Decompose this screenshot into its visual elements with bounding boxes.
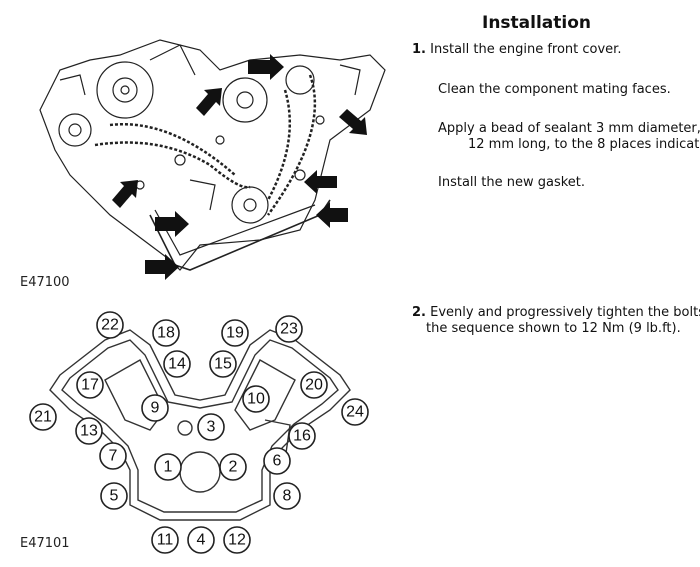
bolt-label-9: 9	[141, 394, 169, 422]
bolt-number: 23	[280, 321, 298, 338]
bolt-circle	[197, 413, 225, 441]
bolt-circle	[96, 311, 124, 339]
bolt-number: 15	[214, 356, 232, 373]
bolt-number: 16	[293, 428, 311, 445]
bolt-label-5: 5	[100, 482, 128, 510]
bolt-label-21: 21	[29, 403, 57, 431]
sealant-arrows	[112, 54, 367, 280]
bolt-number: 17	[81, 377, 99, 394]
substep-clean: Clean the component mating faces.	[438, 82, 671, 97]
bolt-label-16: 16	[288, 422, 316, 450]
bolt-label-11: 11	[151, 526, 179, 554]
bolt-circle	[275, 315, 303, 343]
bolt-label-7: 7	[99, 442, 127, 470]
bolt-number: 1	[164, 459, 173, 476]
bolt-circle	[141, 394, 169, 422]
bolt-label-10: 10	[242, 385, 270, 413]
bolt-label-19: 19	[221, 319, 249, 347]
bolt-label-18: 18	[152, 319, 180, 347]
bolt-circle	[100, 482, 128, 510]
bolt-label-23: 23	[275, 315, 303, 343]
bolt-number: 6	[273, 453, 282, 470]
bolt-circle	[219, 453, 247, 481]
bolt-circle	[76, 371, 104, 399]
bolt-circle	[242, 385, 270, 413]
bolt-number: 22	[101, 317, 119, 334]
bolt-circle	[29, 403, 57, 431]
step-1-text: Install the engine front cover.	[430, 42, 622, 57]
bolt-circle	[75, 417, 103, 445]
bolt-number: 12	[228, 532, 246, 549]
bolt-circle	[288, 422, 316, 450]
bolt-label-12: 12	[223, 526, 251, 554]
bolt-label-24: 24	[341, 398, 369, 426]
step-2-number: 2.	[412, 305, 426, 320]
substep-sealant-line2: 12 mm long, to the 8 places indicat	[468, 137, 700, 152]
bolt-number: 4	[197, 532, 206, 549]
bolt-circle	[163, 350, 191, 378]
bolt-number: 7	[109, 448, 118, 465]
bolt-label-17: 17	[76, 371, 104, 399]
section-title: Installation	[482, 13, 592, 33]
engine-illustration-svg	[39, 39, 386, 280]
bolt-number: 24	[346, 404, 364, 421]
bolt-number: 2	[229, 459, 238, 476]
bolt-label-14: 14	[163, 350, 191, 378]
bolt-label-20: 20	[300, 371, 328, 399]
bolt-number: 14	[168, 356, 186, 373]
bolt-number: 11	[157, 532, 174, 549]
step-2-line2: the sequence shown to 12 Nm (9 lb.ft).	[426, 321, 681, 336]
bolt-number: 21	[34, 409, 52, 426]
bolt-circle	[154, 453, 182, 481]
bolt-circle	[152, 319, 180, 347]
bolt-circle	[341, 398, 369, 426]
bolt-number: 18	[157, 325, 175, 342]
bolt-number: 3	[207, 419, 216, 436]
bolt-circle	[223, 526, 251, 554]
bolt-circle	[151, 526, 179, 554]
bolt-label-2: 2	[219, 453, 247, 481]
figure-1-label: E47100	[20, 275, 70, 290]
figure-2-label: E47101	[20, 536, 70, 551]
bolt-label-4: 4	[187, 526, 215, 554]
step-2-line1: Evenly and progressively tighten the bol…	[430, 305, 700, 320]
bolt-number: 19	[226, 325, 244, 342]
bolt-label-3: 3	[197, 413, 225, 441]
bolt-number: 20	[305, 377, 323, 394]
bolt-circle	[263, 447, 291, 475]
bolt-label-6: 6	[263, 447, 291, 475]
substep-sealant-line1: Apply a bead of sealant 3 mm diameter,	[438, 121, 700, 136]
bolt-number: 13	[80, 423, 98, 440]
bolt-number: 10	[247, 391, 265, 408]
bolt-label-22: 22	[96, 311, 124, 339]
bolt-number: 9	[151, 400, 160, 417]
bolt-circle	[221, 319, 249, 347]
bolt-number: 5	[110, 488, 119, 505]
bolt-circle	[209, 350, 237, 378]
step-1-number: 1.	[412, 42, 426, 57]
bolt-circle	[99, 442, 127, 470]
bolt-circle	[273, 482, 301, 510]
bolt-circle	[187, 526, 215, 554]
bolt-label-1: 1	[154, 453, 182, 481]
bolt-label-13: 13	[75, 417, 103, 445]
bolt-circle	[300, 371, 328, 399]
substep-gasket: Install the new gasket.	[438, 175, 586, 190]
bolt-number: 8	[283, 488, 292, 505]
bolt-label-8: 8	[273, 482, 301, 510]
bolt-label-15: 15	[209, 350, 237, 378]
step-2: 2. Evenly and progressively tighten the …	[412, 305, 700, 321]
step-1: 1. Install the engine front cover.	[412, 42, 621, 58]
engine-front-cover-illustration: E47100	[0, 0, 400, 290]
